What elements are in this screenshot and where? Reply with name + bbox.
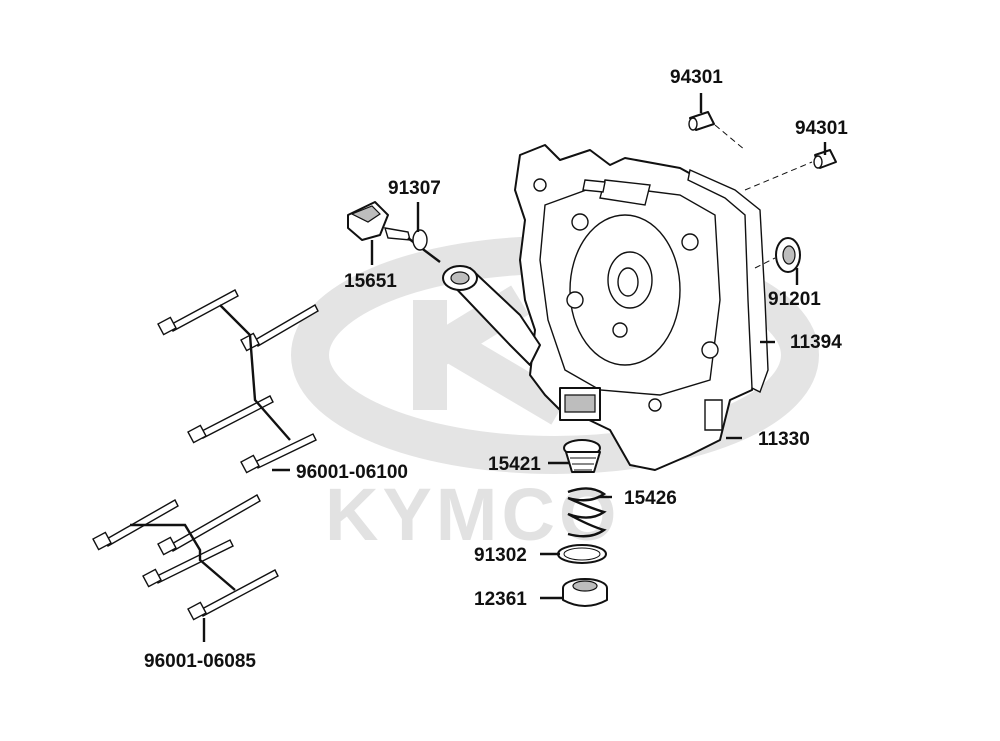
oil-seal-91201: [775, 237, 801, 273]
callout-12361: 12361: [474, 589, 527, 610]
callout-15421: 15421: [488, 454, 541, 475]
gasket-11394: [687, 169, 769, 393]
seal-guide: [754, 257, 776, 269]
callout-96001-06100: 96001-06100: [296, 462, 408, 483]
bolt-set-96001-06085: [92, 494, 279, 621]
callout-11330: 11330: [758, 429, 810, 450]
oil-filler-tube: [442, 265, 541, 366]
oring-91302: [557, 544, 607, 564]
strainer-15421: [563, 439, 601, 473]
crankcase-cover-11330: [514, 144, 759, 471]
pin-b-guide: [744, 161, 813, 191]
callout-11394: 11394: [790, 332, 842, 353]
oring-91307: [412, 229, 428, 251]
spring-15426: [567, 487, 607, 538]
callout-94301-b: 94301: [795, 118, 848, 139]
callout-91302: 91302: [474, 545, 527, 566]
callout-96001-06085: 96001-06085: [144, 651, 256, 672]
callout-15651: 15651: [344, 271, 397, 292]
callout-91307: 91307: [388, 178, 441, 199]
watermark-brand-text: KYMCO: [325, 473, 620, 556]
leader-lines: [202, 93, 827, 642]
drain-plug-12361: [562, 578, 608, 607]
bolt-set-96001-06100: [157, 289, 319, 474]
pin-a-guide: [714, 124, 746, 151]
callout-91201: 91201: [768, 289, 821, 310]
dipstick-15651: [347, 201, 441, 263]
callout-94301-a: 94301: [670, 67, 723, 88]
callout-15426: 15426: [624, 488, 677, 509]
dowel-pin-94301-a: [688, 111, 715, 131]
